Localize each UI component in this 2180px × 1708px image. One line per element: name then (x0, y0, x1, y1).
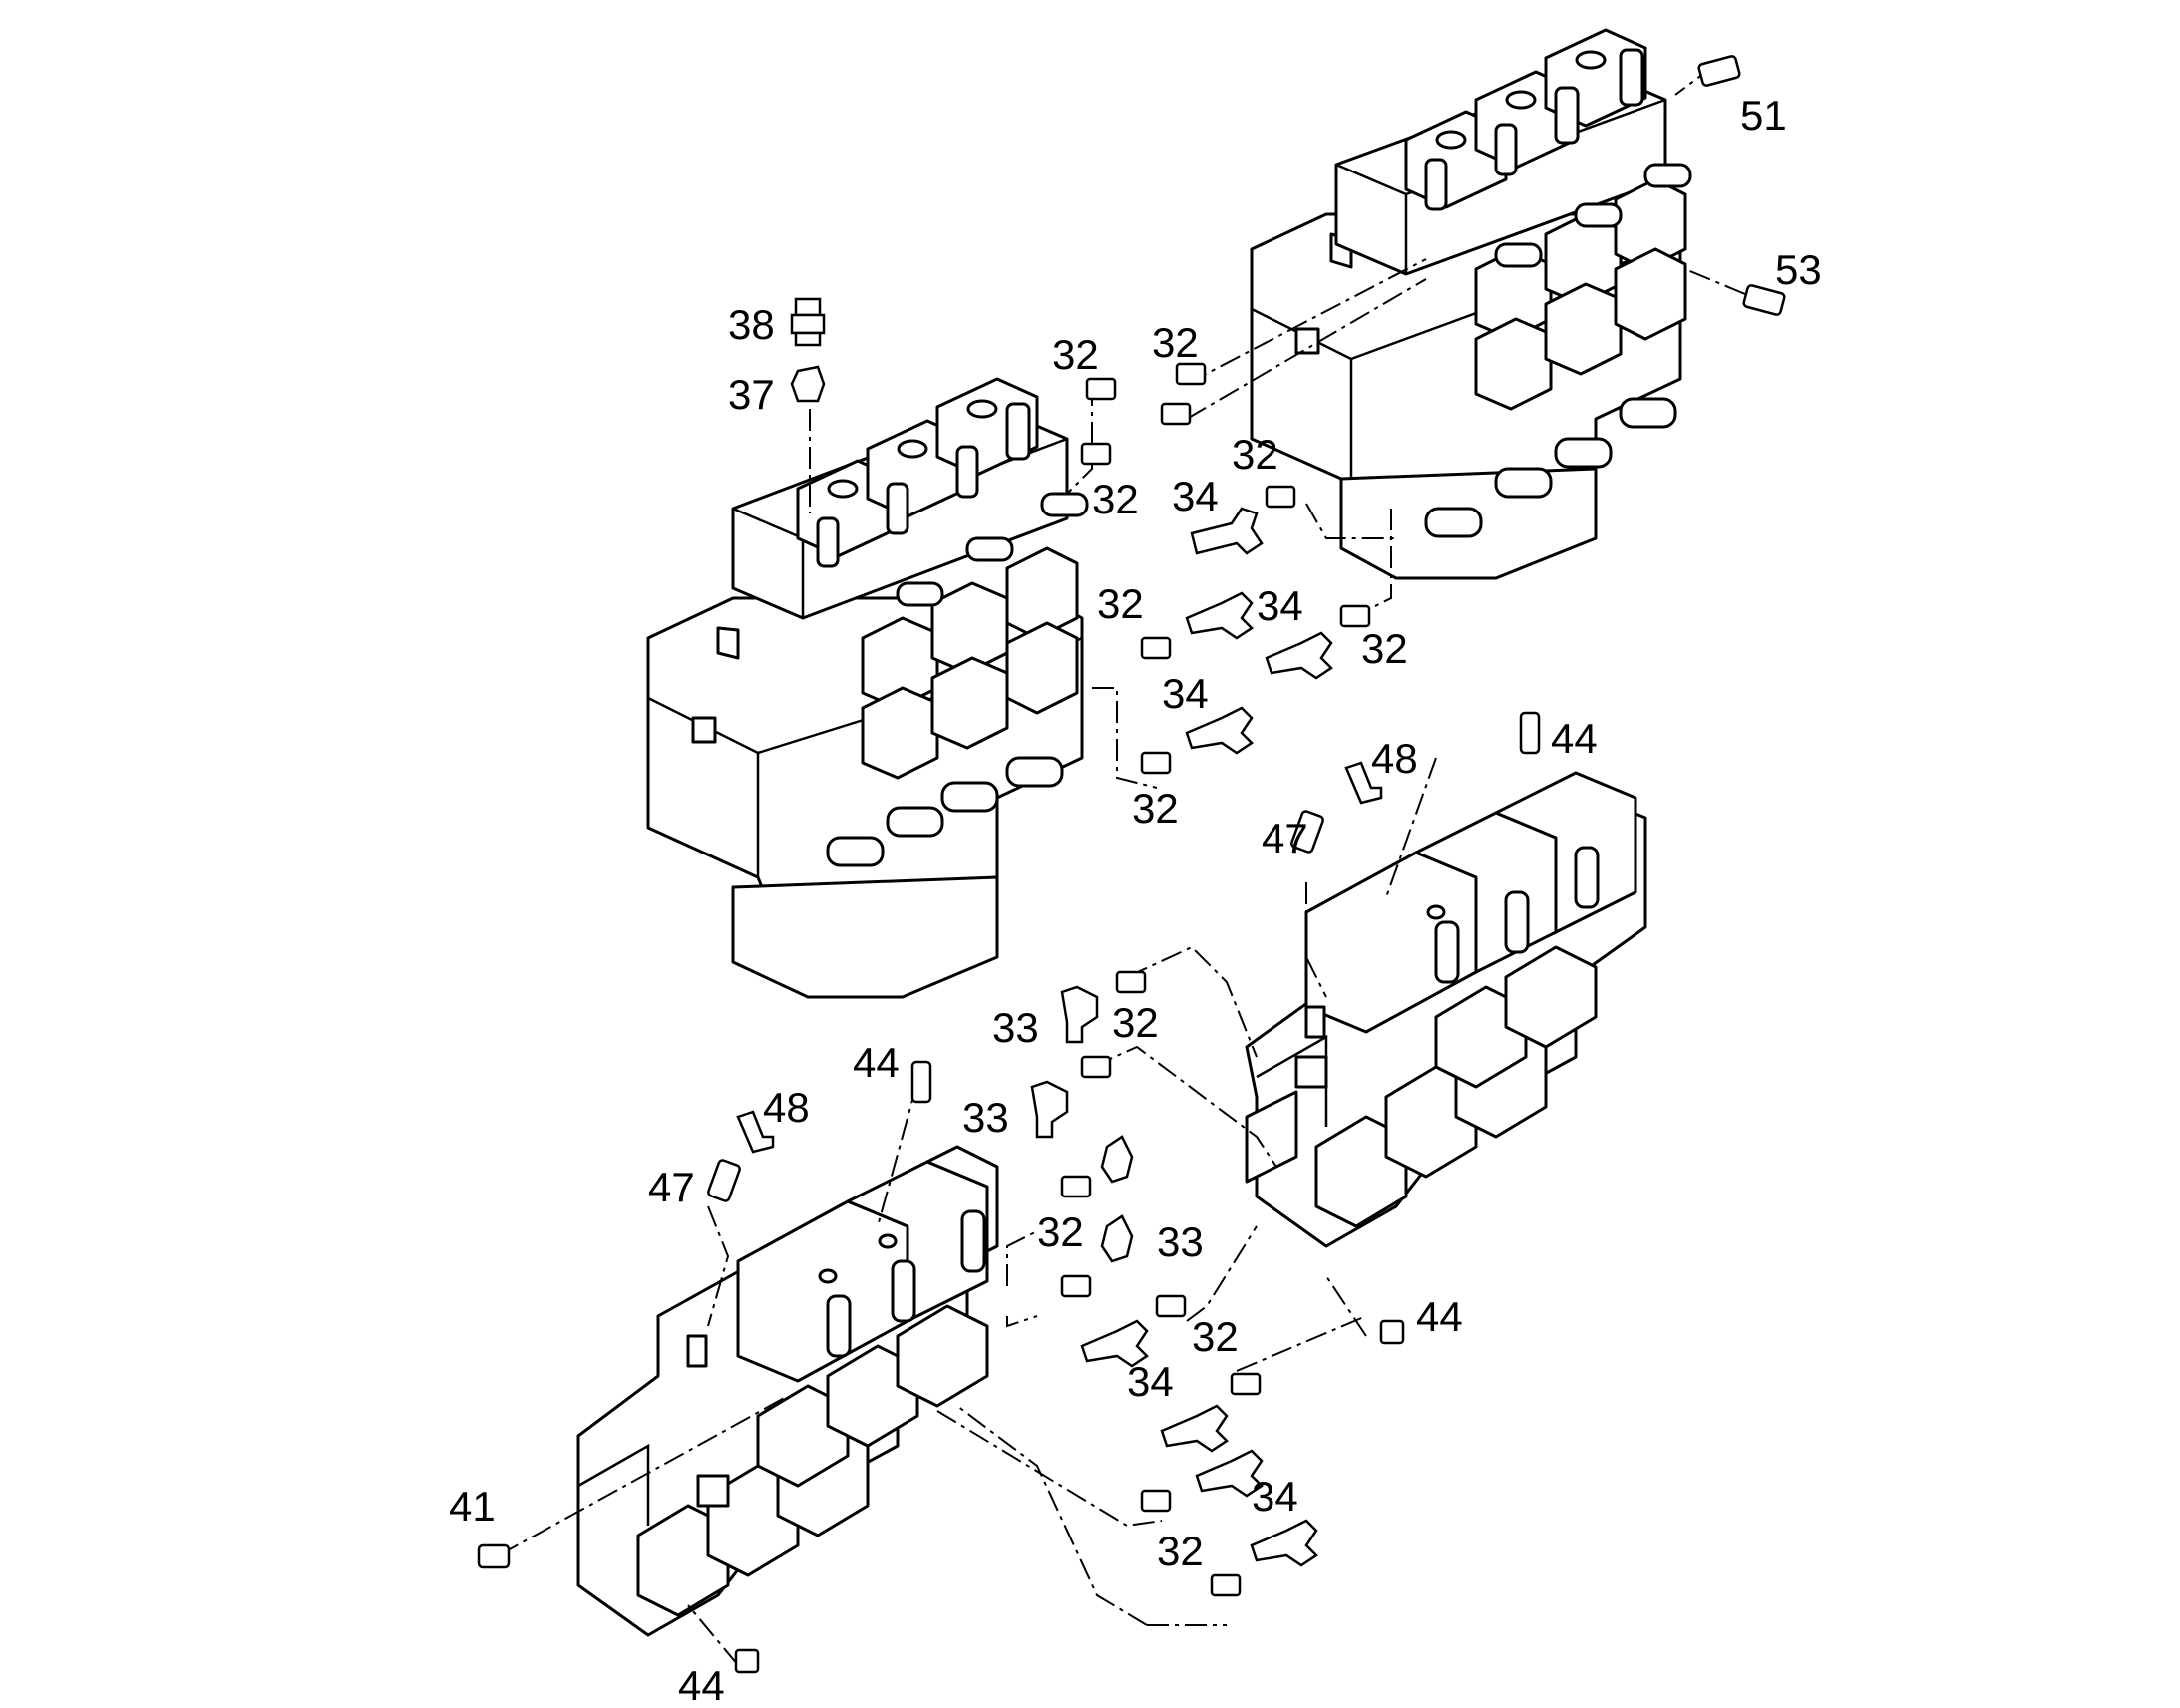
callout-labels: 51 53 38 37 32 32 32 32 34 32 34 32 34 3… (449, 92, 1822, 1708)
fittings (477, 55, 1786, 1674)
callout-32: 32 (1037, 1208, 1084, 1255)
callout-34: 34 (1162, 670, 1209, 717)
callout-41: 41 (449, 1483, 496, 1530)
callout-34: 34 (1257, 582, 1303, 629)
adapter-32 (1060, 362, 1371, 1597)
callout-44: 44 (853, 1039, 900, 1086)
callout-48: 48 (1371, 735, 1418, 782)
callout-32: 32 (1052, 331, 1099, 378)
callout-32: 32 (1232, 431, 1278, 478)
callout-33: 33 (1157, 1218, 1204, 1265)
fitting-53 (1742, 284, 1786, 316)
callout-32: 32 (1157, 1528, 1204, 1574)
callout-32: 32 (1152, 319, 1199, 366)
valve-block-lower-right (1245, 771, 1647, 1248)
fitting-41 (477, 1543, 511, 1569)
callout-32: 32 (1097, 580, 1144, 627)
fitting-38 (790, 297, 826, 347)
fitting-51 (1697, 55, 1741, 87)
callout-44: 44 (1416, 1293, 1463, 1340)
callout-37: 37 (728, 371, 775, 418)
callout-48: 48 (763, 1084, 810, 1131)
valve-block-lower-left (576, 1145, 999, 1637)
callout-34: 34 (1127, 1358, 1174, 1405)
callout-47: 47 (1262, 815, 1308, 861)
elbow-48 (736, 761, 1383, 1154)
nut-37 (790, 365, 826, 403)
callout-32: 32 (1192, 1313, 1239, 1360)
callout-33: 33 (992, 1004, 1039, 1051)
callout-33: 33 (962, 1094, 1009, 1141)
callout-44: 44 (678, 1662, 725, 1708)
callout-44: 44 (1551, 715, 1598, 762)
callout-51: 51 (1740, 92, 1787, 139)
callout-32: 32 (1112, 999, 1159, 1046)
tee-33 (1030, 985, 1134, 1263)
callout-34: 34 (1252, 1473, 1298, 1520)
callout-34: 34 (1172, 473, 1219, 519)
plug-44 (734, 711, 1541, 1674)
callout-32: 32 (1092, 476, 1139, 522)
valve-block-upper-left (646, 377, 1089, 999)
callout-53: 53 (1775, 246, 1822, 293)
callout-47: 47 (648, 1164, 695, 1210)
valve-block-upper-right (1250, 28, 1692, 580)
callout-38: 38 (728, 301, 775, 348)
tee-34 (1080, 507, 1333, 1567)
callout-32: 32 (1361, 625, 1408, 672)
sensor-47 (707, 810, 1324, 1202)
callout-32: 32 (1132, 785, 1179, 832)
